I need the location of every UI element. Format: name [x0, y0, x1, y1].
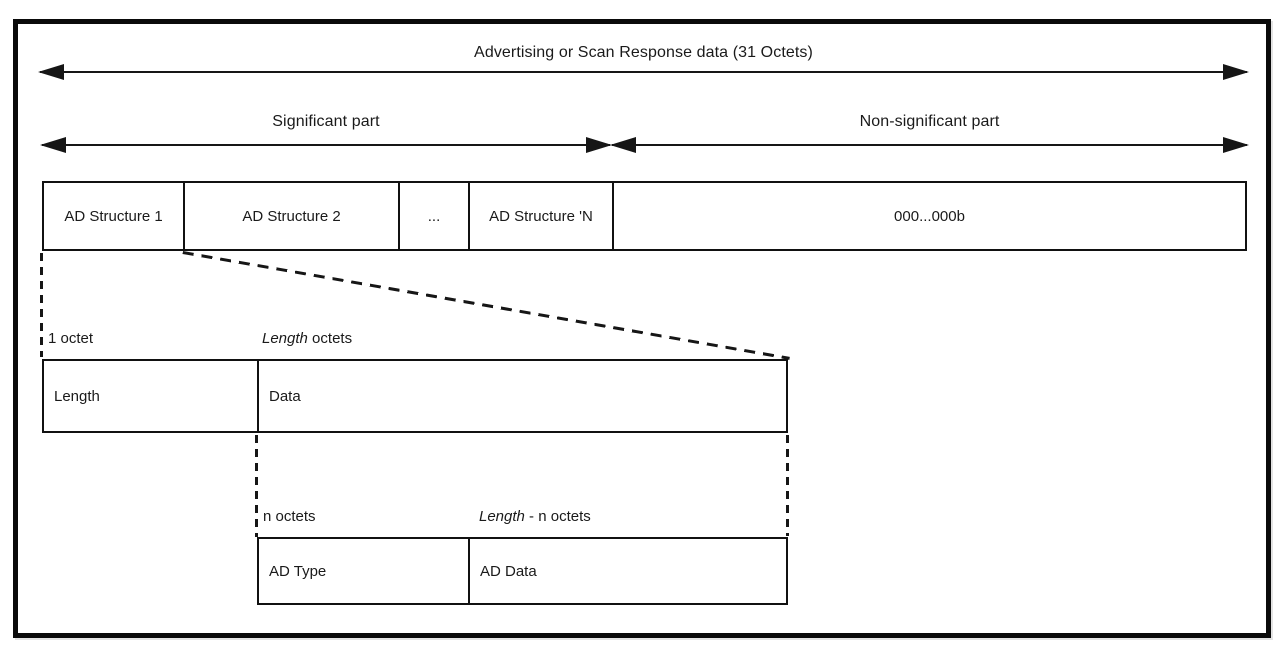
ad-structure-detail-row: Length Data	[42, 359, 788, 433]
dashed-connector-left	[40, 253, 43, 357]
box-ad-data: AD Data	[480, 562, 537, 580]
label-length-minus-n-octets: Length - n octets	[479, 508, 591, 525]
significant-part-label: Significant part	[272, 113, 380, 130]
top-arrow-label: Advertising or Scan Response data (31 Oc…	[474, 44, 813, 61]
box-ad-structure-1: AD Structure 1	[44, 183, 185, 249]
box-data: Data	[269, 387, 301, 405]
top-span-arrow	[38, 64, 1249, 80]
label-length-octets-rest: octets	[307, 330, 353, 347]
diagram-frame	[13, 19, 1271, 638]
arrowhead-left-icon	[610, 137, 636, 153]
arrowhead-right-icon	[1223, 137, 1249, 153]
non-significant-part-label: Non-significant part	[859, 113, 1000, 130]
label-length-minus-n-octets-italic: Length	[479, 508, 525, 525]
arrowhead-left-icon	[38, 64, 64, 80]
ad-structures-row: AD Structure 1 AD Structure 2 ... AD Str…	[42, 181, 1247, 251]
box-ad-type: AD Type	[259, 539, 470, 603]
arrowhead-left-icon	[40, 137, 66, 153]
label-length-octets: Length octets	[262, 330, 352, 347]
box-ellipsis: ...	[400, 183, 470, 249]
label-length-octets-italic: Length	[262, 330, 308, 347]
box-ad-structure-n: AD Structure 'N	[470, 183, 614, 249]
data-detail-row: AD Type AD Data	[257, 537, 788, 605]
arrowhead-right-icon	[1223, 64, 1249, 80]
label-n-octets: n octets	[263, 508, 316, 525]
box-length: Length	[44, 361, 259, 431]
arrowhead-right-icon	[586, 137, 612, 153]
label-length-minus-n-octets-rest: - n octets	[524, 508, 591, 525]
dashed-connector-data-right	[786, 435, 789, 536]
dashed-connector-data-left	[255, 435, 258, 537]
label-1-octet: 1 octet	[48, 330, 94, 347]
box-non-significant-zeros: 000...000b	[894, 207, 965, 225]
box-ad-structure-2: AD Structure 2	[185, 183, 400, 249]
significant-part-arrow	[40, 137, 612, 153]
non-significant-part-arrow	[610, 137, 1249, 153]
